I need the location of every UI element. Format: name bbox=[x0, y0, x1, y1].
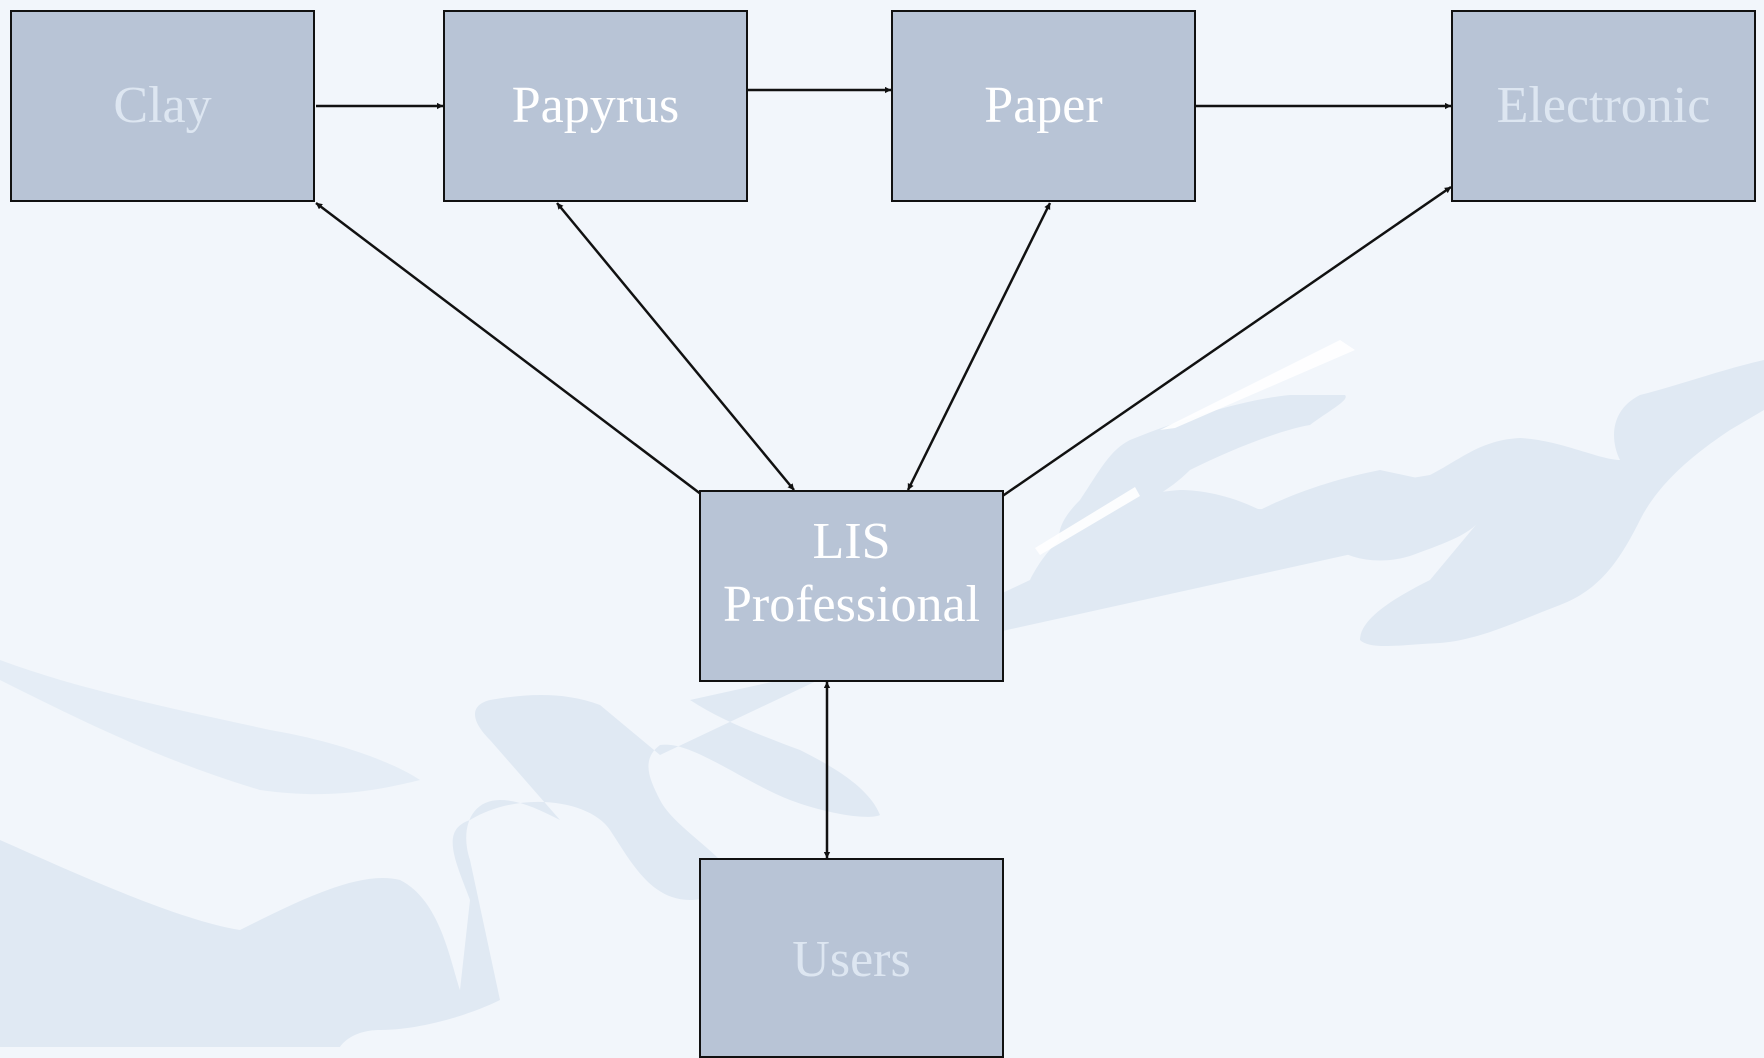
node-paper: Paper bbox=[891, 10, 1196, 202]
node-paper-label: Paper bbox=[984, 77, 1103, 135]
watermark-lower-hand bbox=[0, 470, 1474, 1047]
node-clay: Clay bbox=[10, 10, 315, 202]
node-users: Users bbox=[699, 858, 1004, 1058]
arrow-electronic-lis bbox=[987, 185, 1452, 508]
node-users-label: Users bbox=[792, 931, 911, 988]
node-clay-label: Clay bbox=[113, 77, 212, 135]
node-lis-professional: LIS Professional bbox=[699, 490, 1004, 682]
arrow-clay-lis bbox=[315, 202, 715, 505]
node-papyrus: Papyrus bbox=[443, 10, 748, 202]
node-electronic: Electronic bbox=[1451, 10, 1756, 202]
watermark-lower-hand-sleeve bbox=[0, 660, 420, 795]
node-papyrus-label: Papyrus bbox=[511, 77, 680, 135]
node-lis-label-line1: LIS bbox=[812, 513, 891, 570]
node-lis-label-line2: Professional bbox=[722, 576, 981, 634]
node-electronic-label: Electronic bbox=[1496, 77, 1711, 135]
arrow-papyrus-lis bbox=[556, 202, 795, 491]
arrow-paper-lis bbox=[906, 202, 1052, 491]
